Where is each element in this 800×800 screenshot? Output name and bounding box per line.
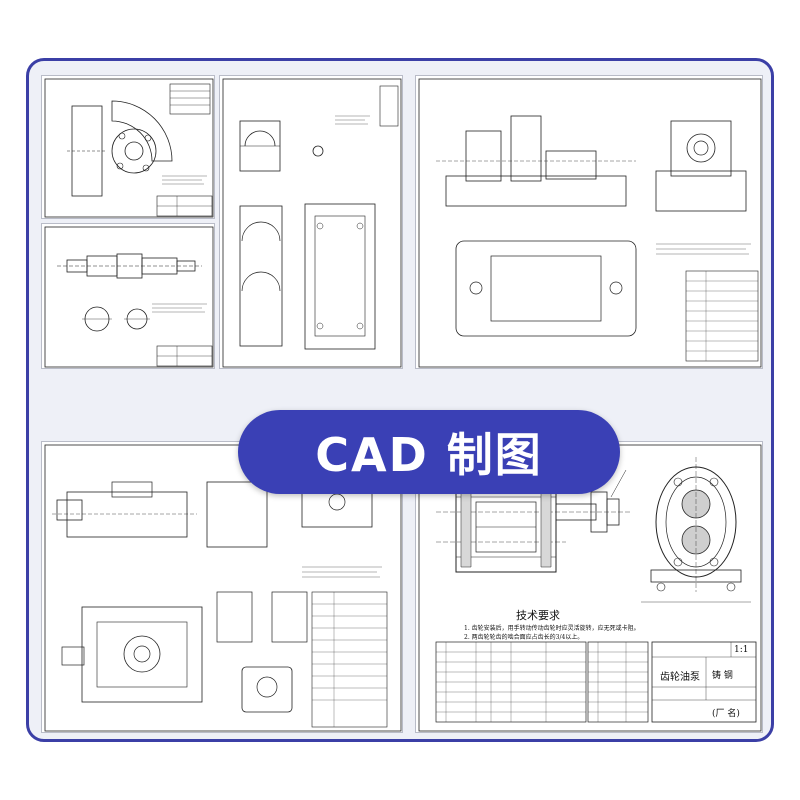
clamp-assembly-drawing	[44, 444, 402, 732]
cad-drawing-banner: CAD 制图	[238, 410, 620, 494]
tech-requirement-line-2: 2. 两齿轮轮齿的啮合面应占齿长的3/4以上。	[464, 634, 584, 641]
tech-requirements-heading: 技术要求	[516, 609, 560, 622]
flange-drawing	[44, 78, 214, 218]
gearbox-housing-drawing	[222, 78, 402, 368]
fixture-assembly-drawing	[418, 78, 762, 368]
gallery-frame: 技术要求 1. 齿轮安装后，用手转动传动齿轮时应灵活旋转，应无死或卡阻。 2. …	[26, 58, 774, 742]
banner-text: CAD 制图	[315, 428, 543, 482]
factory-label: (厂 名)	[712, 709, 740, 719]
drawing-sheet-flange	[41, 75, 215, 219]
drawing-sheet-gearbox-housing	[219, 75, 403, 369]
shaft-drawing	[44, 226, 214, 368]
part-name: 齿轮油泵	[660, 672, 700, 683]
material-label: 铸 钢	[712, 671, 733, 681]
tech-requirement-line-1: 1. 齿轮安装后，用手转动传动齿轮时应灵活旋转，应无死或卡阻。	[464, 625, 640, 632]
drawing-sheet-shaft	[41, 223, 215, 369]
drawing-sheet-fixture-assembly	[415, 75, 763, 369]
scale-label: 1:1	[734, 645, 749, 655]
